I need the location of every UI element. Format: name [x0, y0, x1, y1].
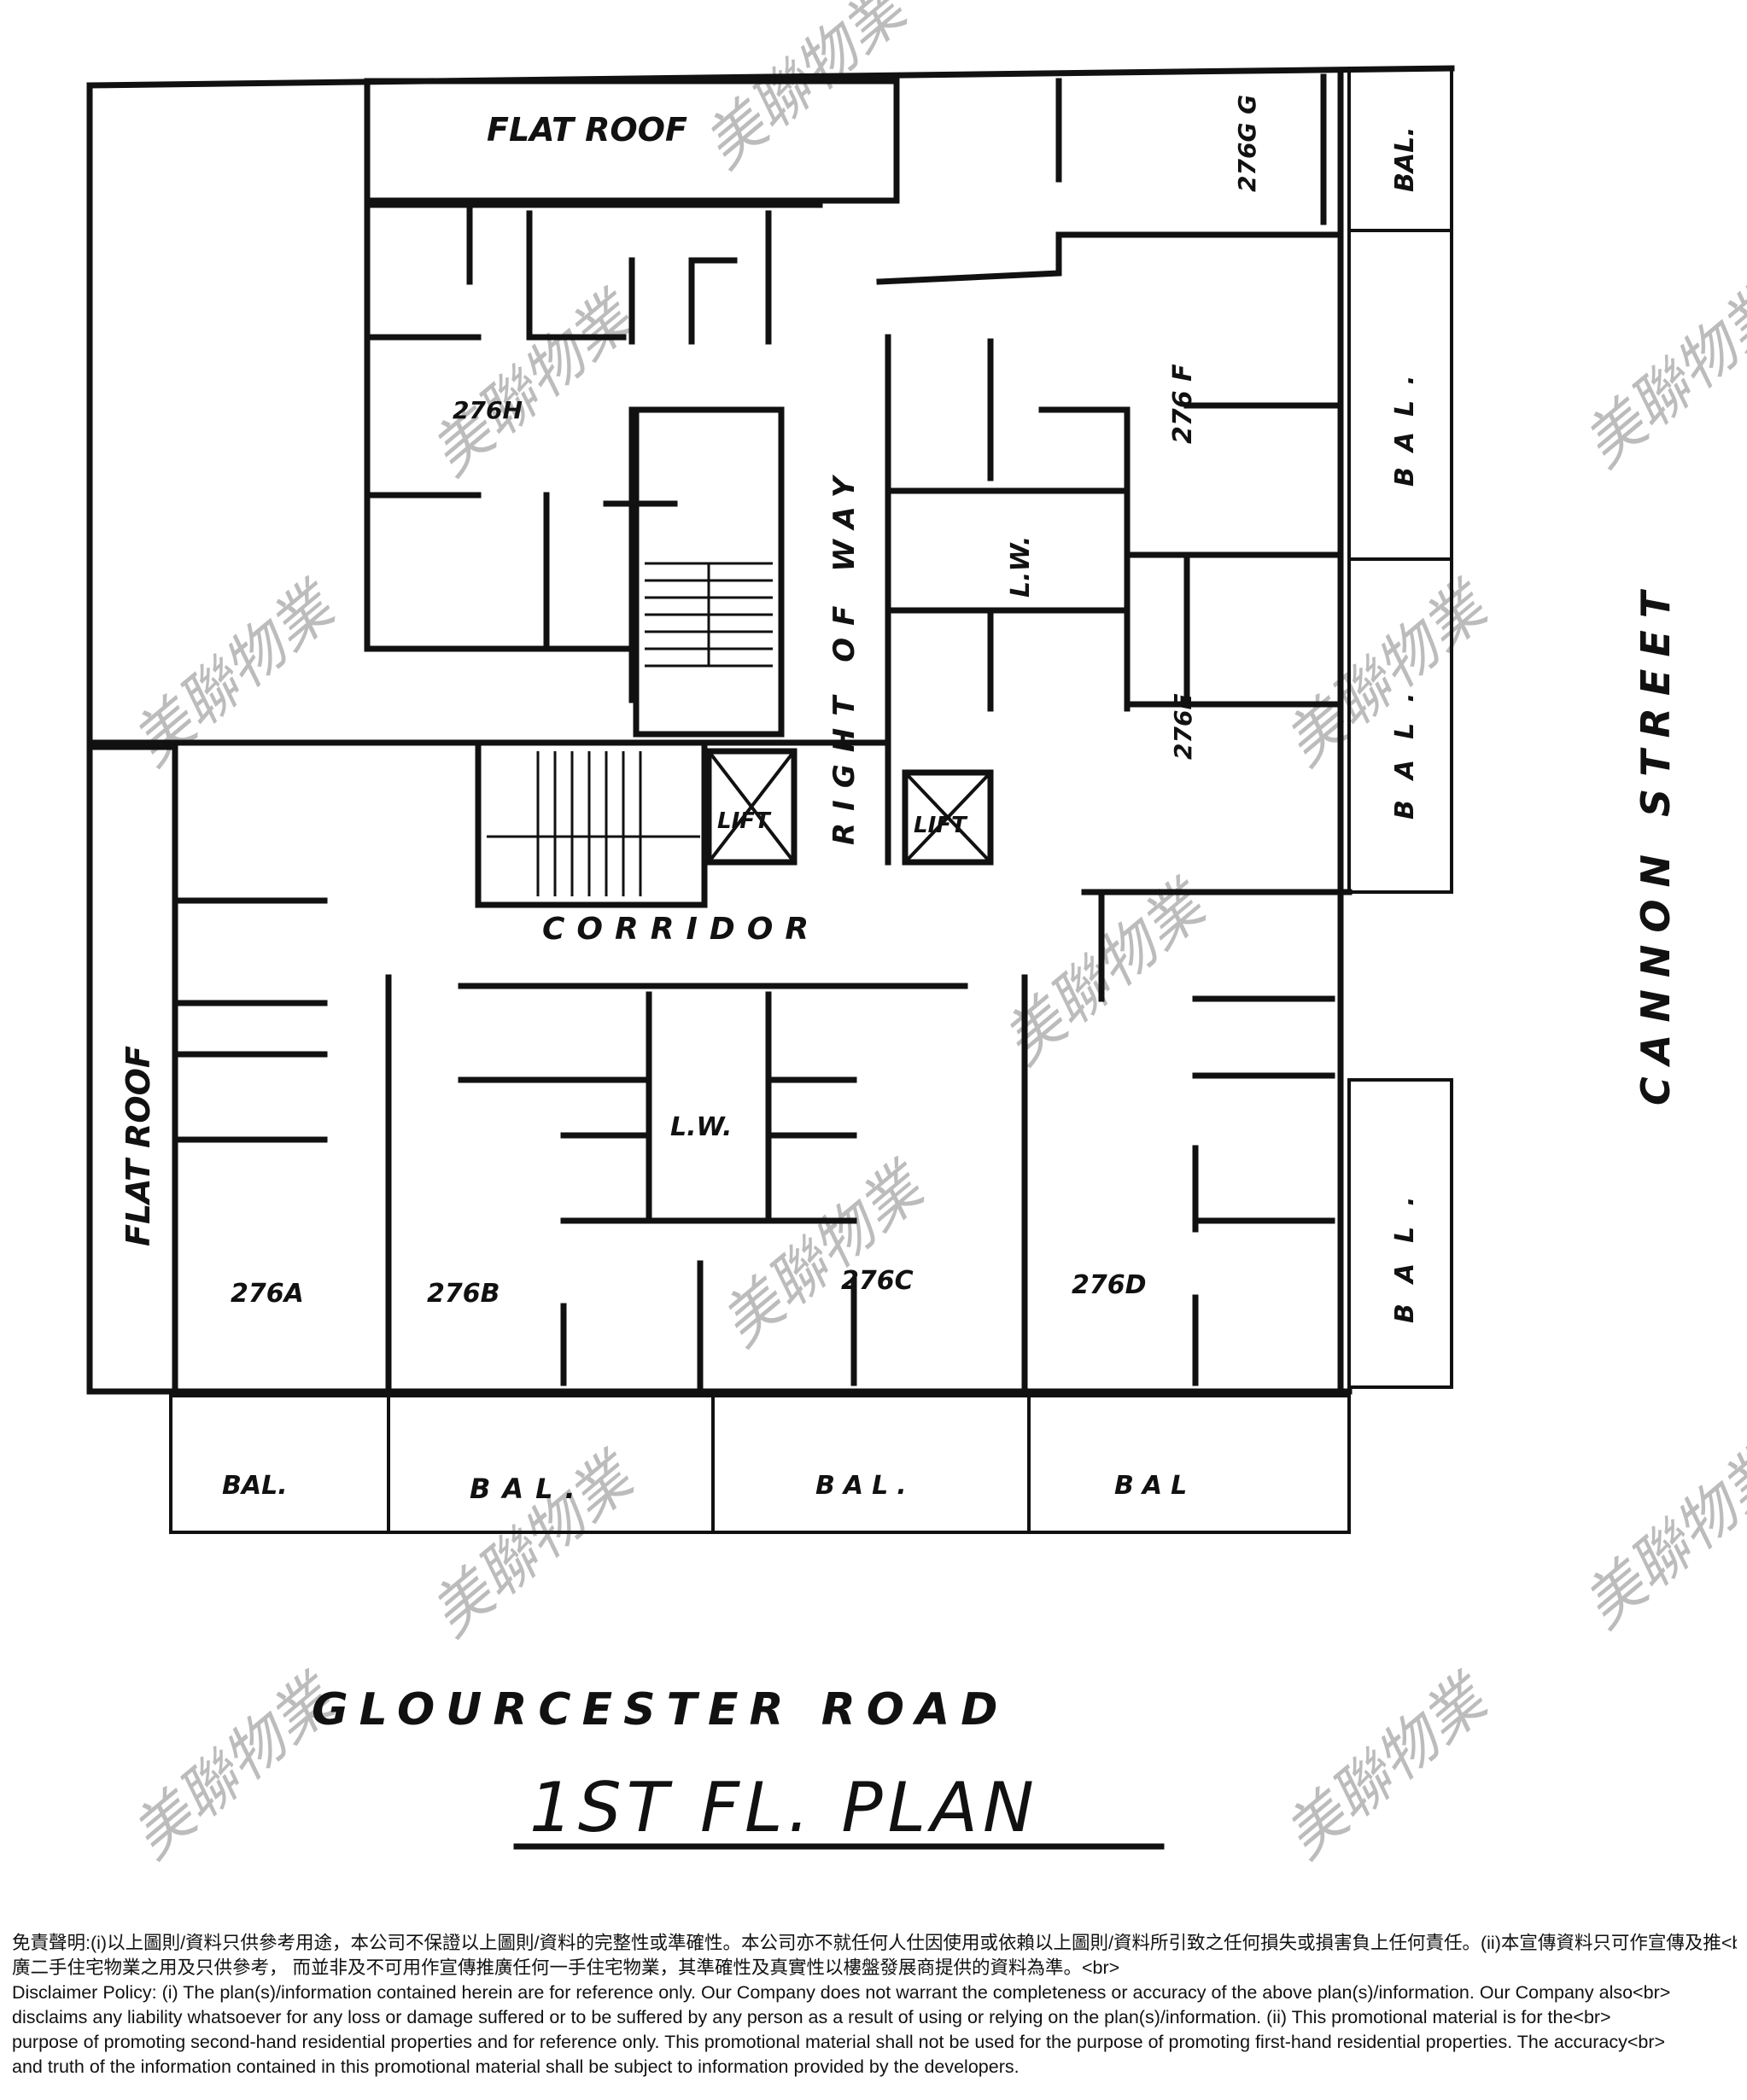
corridor: CORRIDOR: [167, 739, 891, 947]
disclaimer-line: 廣二手住宅物業之用及只供參考， 而並非及不可用作宣傳推廣任何一手住宅物業，其準確…: [12, 1957, 1120, 1978]
unit-276F-label: 276 F: [1168, 364, 1198, 444]
watermark-text: 美聯物業: [417, 277, 650, 489]
street-labels: CANNON STREET GLOURCESTER ROAD: [312, 580, 1679, 1735]
watermark-text: 美聯物業: [707, 1148, 940, 1360]
floor-plan: 美聯物業 美聯物業 美聯物業 美聯物業 美聯物業 美聯物業 美聯物業 美聯物業 …: [86, 0, 1747, 1872]
unit-276GG-label: 276G G: [1233, 95, 1261, 192]
balcony-label: BAL.: [1390, 359, 1420, 487]
watermark-text: 美聯物業: [1569, 1430, 1747, 1642]
unit-276D-label: 276D: [1072, 1270, 1147, 1300]
unit-276C-label: 276C: [841, 1266, 914, 1296]
lw-upper-label: L.W.: [1006, 536, 1036, 598]
watermark-text: 美聯物業: [1569, 269, 1747, 481]
cannon-street-label: CANNON STREET: [1633, 580, 1679, 1105]
right-of-way-label: RIGHT OF WAY: [827, 464, 862, 845]
disclaimer: 免責聲明:(i)以上圖則/資料只供參考用途，本公司不保證以上圖則/資料的完整性或…: [12, 1931, 1737, 2080]
unit-276E: 276E: [1124, 551, 1344, 760]
balcony-label: BAL.: [470, 1473, 587, 1505]
right-of-way: RIGHT OF WAY: [827, 464, 862, 845]
watermark-text: 美聯物業: [690, 0, 923, 182]
unit-276B-label: 276B: [427, 1279, 500, 1309]
lift-right: LIFT: [902, 769, 994, 866]
lower-units: 276A 276B 276C 276D L.W.: [172, 893, 1353, 1395]
disclaimer-line: 免責聲明:(i)以上圖則/資料只供參考用途，本公司不保證以上圖則/資料的完整性或…: [12, 1933, 1737, 1953]
unit-276A-label: 276A: [231, 1279, 304, 1309]
lift-right-label: LIFT: [914, 813, 968, 838]
disclaimer-line: and truth of the information contained i…: [12, 2056, 1020, 2077]
lift-left-label: LIFT: [717, 808, 772, 834]
balcony-label: BAL.: [1390, 126, 1420, 192]
plan-title-group: 1ST FL. PLAN: [513, 1768, 1165, 1850]
balcony-label: BAL: [1114, 1471, 1195, 1501]
bottom-balconies: BAL. BAL. BAL. BAL: [169, 1394, 1351, 1534]
unit-276F: 276 F L.W.: [885, 334, 1344, 866]
corridor-label: CORRIDOR: [542, 912, 821, 947]
watermark-text: 美聯物業: [417, 1438, 650, 1650]
flat-roof-top-label: FLAT ROOF: [487, 111, 687, 149]
balcony-label: BAL.: [1390, 1175, 1420, 1323]
disclaimer-line: Disclaimer Policy: (i) The plan(s)/infor…: [12, 1982, 1671, 2003]
gloucester-road-label: GLOURCESTER ROAD: [312, 1684, 1008, 1735]
balcony-label: BAL.: [222, 1471, 288, 1501]
balcony-label: BAL.: [815, 1471, 915, 1501]
watermark-text: 美聯物業: [1271, 1660, 1504, 1872]
watermark-text: 美聯物業: [1271, 568, 1504, 779]
unit-276E-label: 276E: [1169, 693, 1197, 760]
flat-roof-top: FLAT ROOF: [364, 78, 900, 204]
flat-roof-left-label: FLAT ROOF: [120, 1046, 157, 1246]
disclaimer-line: disclaims any liability whatsoever for a…: [12, 2007, 1611, 2027]
disclaimer-line: purpose of promoting second-hand residen…: [12, 2032, 1666, 2052]
balcony-label: BAL.: [1390, 672, 1420, 820]
outer-walls: [86, 65, 1455, 1395]
unit-276G-G: 276G G: [876, 73, 1344, 285]
lw-lower-label: L.W.: [670, 1112, 732, 1142]
right-balconies: BAL. BAL. BAL. BAL.: [1390, 126, 1420, 1323]
unit-276H: 276H: [364, 201, 823, 703]
lift-left: LIFT: [705, 748, 798, 866]
unit-276H-label: 276H: [453, 396, 523, 424]
plan-title: 1ST FL. PLAN: [529, 1768, 1039, 1847]
flat-roof-left: FLAT ROOF: [86, 744, 178, 1395]
stair-lower: [475, 739, 708, 908]
stair-upper: [633, 406, 785, 738]
